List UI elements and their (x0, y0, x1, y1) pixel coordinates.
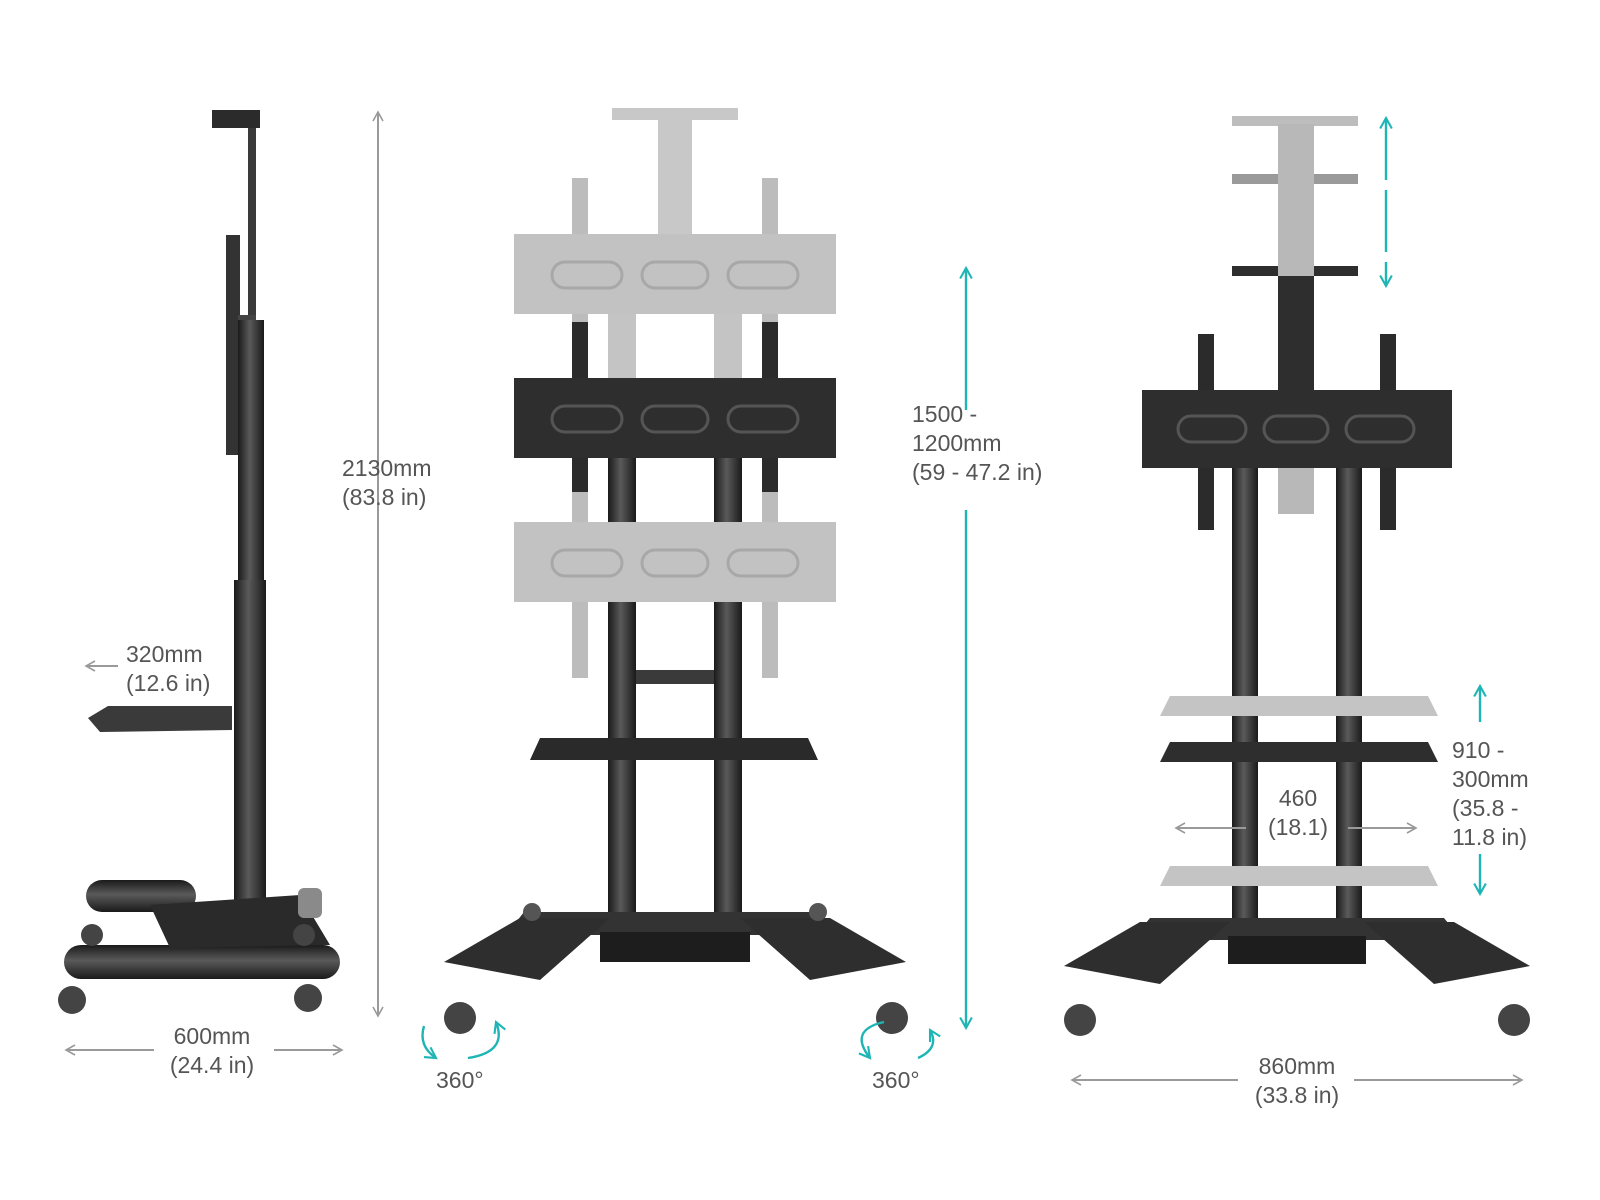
caster-rotation-right (858, 1020, 941, 1060)
right-view-stand (1064, 116, 1530, 1036)
front-left-leg (444, 918, 610, 980)
right-base-width-label: 860mm(33.8 in) (1254, 1053, 1340, 1108)
side-shelf-depth-label: 320mm(12.6 in) (126, 641, 211, 696)
front-top-pole-ghost (658, 118, 692, 236)
side-lower-pole (234, 580, 266, 920)
front-caster (809, 903, 827, 921)
side-height-label: 2130mm(83.8 in) (342, 455, 432, 510)
front-top-cap-ghost (612, 108, 738, 120)
front-mount-plate-mid (514, 378, 836, 458)
right-shelf-ghost-top (1160, 696, 1438, 716)
front-caster-left-label: 360° (436, 1067, 484, 1093)
side-shelf (88, 706, 232, 732)
side-main-pole (238, 320, 264, 590)
right-plate-slots (1176, 414, 1416, 444)
side-vesa-plate (226, 235, 240, 455)
caster-rotation-left (421, 1019, 506, 1060)
front-plate-slots (550, 260, 800, 578)
side-view-stand (58, 110, 340, 1014)
front-caster (523, 903, 541, 921)
side-upper-pole (248, 128, 256, 328)
right-mount-plate (1142, 390, 1452, 468)
front-mount-plate-low (514, 522, 836, 602)
front-shelf (530, 738, 818, 760)
front-mount-plate-top (514, 234, 836, 314)
side-base-plate (150, 895, 330, 948)
front-caster-right-label: 360° (872, 1067, 920, 1093)
right-top-cap-ghost-1 (1232, 116, 1358, 126)
front-right-leg (740, 918, 906, 980)
front-caster (876, 1002, 908, 1034)
right-right-leg (1364, 922, 1530, 984)
front-mount-height-label: 1500 -1200mm(59 - 47.2 in) (912, 401, 1043, 485)
front-caster (444, 1002, 476, 1034)
right-shelf (1160, 742, 1438, 762)
right-caster (1064, 1004, 1096, 1036)
right-caster (1498, 1004, 1530, 1036)
front-view-stand (444, 108, 908, 1034)
right-shelf-width-label: 460(18.1) (1267, 785, 1329, 840)
side-caster (293, 924, 315, 946)
front-cross-bar (636, 670, 714, 684)
right-top-pole-dark (1278, 276, 1314, 396)
right-shelf-height-label: 910 -300mm(35.8 -11.8 in) (1452, 737, 1529, 850)
right-left-leg (1064, 922, 1230, 984)
side-collar (298, 888, 322, 918)
front-base-box (600, 932, 750, 962)
side-base-bar (64, 945, 340, 979)
right-shelf-ghost-low (1160, 866, 1438, 886)
right-base-box (1228, 936, 1366, 964)
side-caster (58, 986, 86, 1014)
side-caster (294, 984, 322, 1012)
side-top-cap (212, 110, 260, 128)
side-base-depth-label: 600mm(24.4 in) (169, 1023, 255, 1078)
front-height-arrow-gap (955, 410, 977, 510)
side-caster (81, 924, 103, 946)
